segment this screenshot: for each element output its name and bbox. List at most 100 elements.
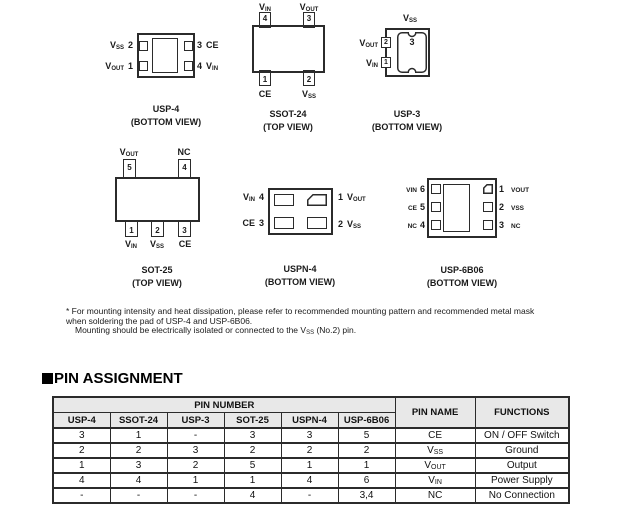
ssot24-caption: SSOT-24: [269, 109, 307, 119]
pin-number-cell: 2: [337, 442, 396, 459]
col-header-usp3: USP-3: [166, 412, 225, 429]
table-row-nc: - - - 4 - 3,4 NC No Connection: [52, 487, 570, 504]
uspn4-pin4-pad: [274, 194, 294, 206]
pin-number-cell: 2: [223, 442, 282, 459]
usp3-vin-label: VIN: [365, 58, 378, 69]
usp6b06-pin3-pad: [483, 220, 493, 230]
sot25-vss-label: VSS: [149, 239, 165, 250]
sot25-vin-label: VIN: [124, 239, 137, 250]
uspn4-body: [268, 188, 333, 235]
usp4-die-pad: [152, 38, 178, 73]
function-cell: Ground: [474, 442, 570, 459]
pin-number-cell: 4: [52, 472, 111, 489]
pin-number-cell: 3: [166, 442, 225, 459]
usp6b06-pin4-pad: [431, 220, 441, 230]
pin-number-cell: 4: [109, 472, 168, 489]
usp3-pin1-pad: 1: [381, 57, 391, 68]
sot25-body: [115, 177, 200, 222]
usp4-pin2-pad: [139, 41, 148, 51]
pin-number-cell: 2: [109, 442, 168, 459]
uspn4-pin1-pad-chamfered: [307, 194, 327, 206]
pin-number-cell: -: [109, 487, 168, 504]
sot25-caption: SOT-25: [141, 265, 173, 275]
usp4-pin4-pad: [184, 61, 193, 71]
pin-name-cell: NC: [394, 487, 476, 504]
usp3-pad3-shape: [397, 32, 427, 73]
sot25-pin1-box: 1: [125, 220, 138, 237]
usp3-pin2-pad: 2: [381, 37, 391, 48]
pin-number-cell: -: [280, 487, 339, 504]
usp6b06-caption: USP-6B06: [440, 265, 484, 275]
pin-number-cell: 1: [52, 457, 111, 474]
functions-header: FUNCTIONS: [474, 396, 570, 429]
usp4-pin1-pad: [139, 61, 148, 71]
usp6b06-pin6-pad: [431, 184, 441, 194]
table-column-header-row: USP-4 SSOT-24 USP-3 SOT-25 USPN-4 USP-6B…: [52, 412, 569, 429]
pin-number-cell: 1: [109, 427, 168, 444]
usp3-view-label: (BOTTOM VIEW): [371, 122, 443, 132]
ssot24-pin3-box: 3: [303, 12, 315, 28]
section-bullet-icon: [42, 373, 53, 384]
ssot24-body: [252, 25, 325, 73]
pin-number-cell: 3: [52, 427, 111, 444]
usp4-body: [137, 33, 195, 78]
usp4-pin3-pad: [184, 41, 193, 51]
ssot24-pin1-box: 1: [259, 70, 271, 86]
table-row-ce: 3 1 - 3 3 5 CE ON / OFF Switch: [52, 427, 570, 444]
pin-number-cell: 4: [280, 472, 339, 489]
section-title: PIN ASSIGNMENT: [54, 370, 183, 387]
usp3-vout-label: VOUT: [359, 38, 378, 49]
pin-number-cell: 1: [223, 472, 282, 489]
ssot24-vss-label: VSS: [301, 89, 317, 100]
sot25-view-label: (TOP VIEW): [132, 278, 182, 288]
pin-number-cell: 1: [280, 457, 339, 474]
ssot24-pin2-box: 2: [303, 70, 315, 86]
sot25-pin4-box: 4: [178, 159, 191, 179]
table-row-vout: 1 3 2 5 1 1 VOUT Output: [52, 457, 570, 474]
mounting-footnote: * For mounting intensity and heat dissip…: [66, 306, 534, 339]
pin-number-cell: 5: [223, 457, 282, 474]
sot25-nc-label: NC: [177, 147, 191, 157]
pin-number-cell: -: [166, 487, 225, 504]
ssot24-ce-label: CE: [258, 89, 272, 99]
pin-name-header: PIN NAME: [394, 396, 476, 429]
usp3-vss-label: VSS: [402, 13, 418, 24]
usp6b06-die-pad: [443, 184, 470, 232]
usp6b06-pin2-pad: [483, 202, 493, 212]
usp3-caption: USP-3: [393, 109, 421, 119]
col-header-uspn4: USPN-4: [280, 412, 339, 429]
table-group-header-row: PIN NUMBER PIN NAME FUNCTIONS: [52, 396, 570, 429]
pin-number-cell: 2: [52, 442, 111, 459]
footnote-line3: Mounting should be electrically isolated…: [75, 325, 357, 336]
function-cell: No Connection: [474, 487, 570, 504]
usp4-caption: USP-4: [152, 104, 180, 114]
usp6b06-view-label: (BOTTOM VIEW): [426, 278, 498, 288]
sot25-pin2-box: 2: [151, 220, 164, 237]
col-header-usp4: USP-4: [52, 412, 111, 429]
sot25-pin3-box: 3: [178, 220, 191, 237]
table-row-vin: 4 4 1 1 4 6 VIN Power Supply: [52, 472, 570, 489]
ssot24-view-label: (TOP VIEW): [263, 122, 313, 132]
pin-number-cell: 6: [337, 472, 396, 489]
pin-number-cell: -: [52, 487, 111, 504]
function-cell: Power Supply: [474, 472, 570, 489]
ssot24-vout-label: VOUT: [299, 2, 319, 13]
usp3-body: [385, 28, 430, 77]
pin-number-cell: 3,4: [337, 487, 396, 504]
pin-number-cell: 4: [223, 487, 282, 504]
pin-assignment-heading: PIN ASSIGNMENT: [42, 370, 183, 387]
usp6b06-body: [427, 178, 497, 238]
uspn4-pin3-pad: [274, 217, 294, 229]
